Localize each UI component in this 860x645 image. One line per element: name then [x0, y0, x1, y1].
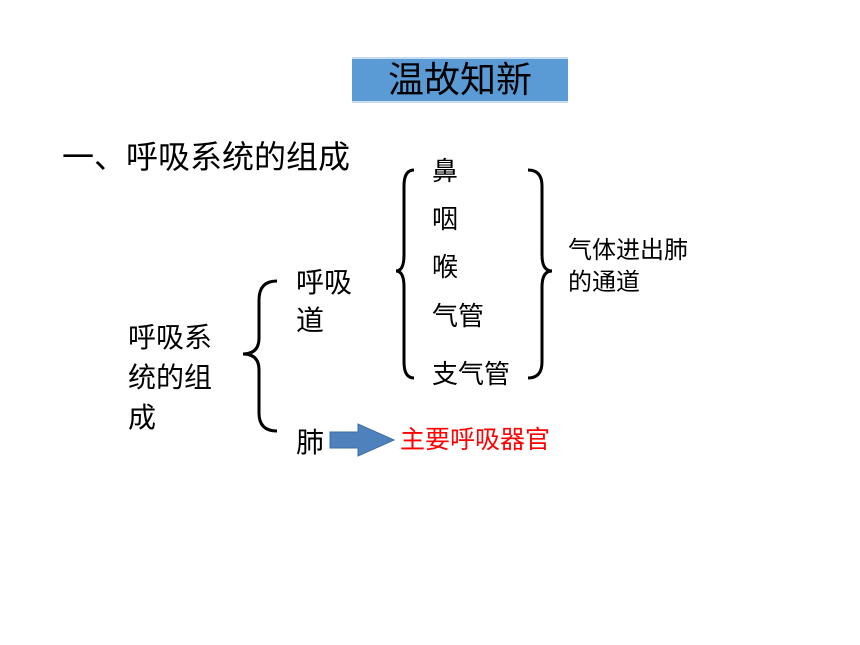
tract-label: 呼吸道: [296, 266, 353, 337]
lung-label: 肺: [296, 426, 325, 459]
banner-title: 温故知新: [387, 60, 532, 101]
system-label: 呼吸系统的组成: [128, 321, 213, 434]
tract-function: 气体进出肺的通道: [568, 236, 688, 296]
parts-brace-right: [527, 168, 553, 380]
title-banner: 温故知新: [352, 57, 568, 103]
lung-function: 主要呼吸器官: [400, 425, 551, 454]
part-bronchi: 支气管: [432, 360, 511, 390]
part-larynx: 喉: [432, 253, 459, 283]
part-pharynx: 咽: [432, 205, 459, 235]
section-heading: 一、呼吸系统的组成: [62, 138, 351, 176]
left-brace: [242, 279, 278, 433]
part-trachea: 气管: [432, 302, 485, 332]
parts-brace-left: [395, 168, 415, 380]
part-nose: 鼻: [432, 157, 459, 187]
lung-arrow: [329, 423, 396, 457]
